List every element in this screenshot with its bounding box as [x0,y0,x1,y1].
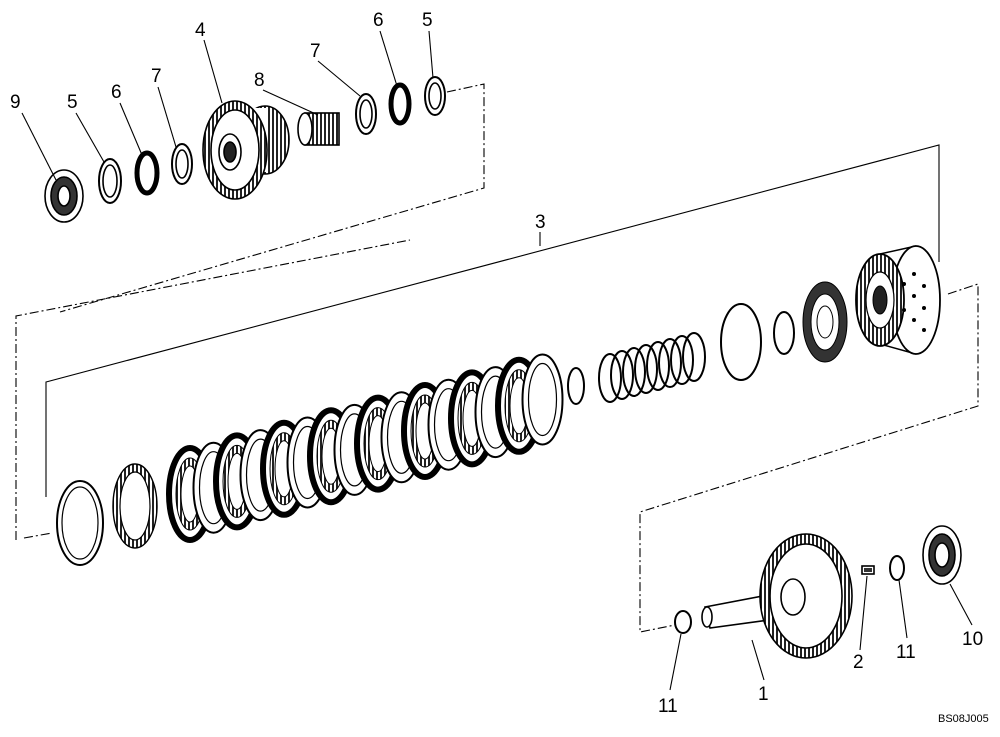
callout-10: 10 [962,629,983,650]
spring-coil [622,347,646,397]
upper-envelope-lines [59,83,485,313]
spring-coil [610,350,634,400]
upper-shaft-assembly [44,76,446,223]
callout-4: 4 [195,20,206,41]
callout-labels: 9 5 6 7 4 8 7 6 5 3 11 1 2 11 10 BS08J00… [10,10,989,725]
part-11-ring-left [674,610,692,634]
part-6-snap-ring-left [134,150,160,196]
leader-lines [21,30,973,691]
callout-5-right: 5 [422,10,433,31]
callout-3: 3 [535,212,546,233]
piston-bearing [802,281,848,363]
part-11-ring-right [889,555,905,581]
callout-2: 2 [853,652,864,673]
clutch-drum [855,245,941,355]
steel-plate-inner [527,362,558,437]
drawing-code: BS08J005 [938,713,989,725]
clutch-plates [56,245,941,566]
part-6-snap-ring-right [388,82,412,126]
part-9-bearing [44,169,84,223]
part-8-needle-bearing [297,112,340,146]
lower-shaft-assembly [674,525,962,659]
spring-coil [658,338,682,388]
spring-stack [598,332,706,403]
part-1-shaft-gear [701,533,853,659]
callout-5-left: 5 [67,92,78,113]
spring-coil [670,335,694,385]
callout-1: 1 [758,684,769,705]
clutch-pack-envelope [15,144,979,633]
callout-6-left: 6 [111,82,122,103]
spring-coil [634,344,658,394]
part-2-pin [861,565,875,575]
spring-coil [598,353,622,403]
callout-7-right: 7 [310,41,321,62]
part-10-bearing [922,525,962,585]
callout-9: 9 [10,92,21,113]
callout-6-right: 6 [373,10,384,31]
part-4-gear [202,100,290,200]
spring-coil [682,332,706,382]
callout-11-left: 11 [658,696,678,717]
spring-coil [646,341,670,391]
callout-7-left: 7 [151,66,162,87]
friction-plate-stack [166,353,564,543]
steel-plate [521,353,564,446]
callout-11-right: 11 [896,642,916,663]
callout-8: 8 [254,70,265,91]
